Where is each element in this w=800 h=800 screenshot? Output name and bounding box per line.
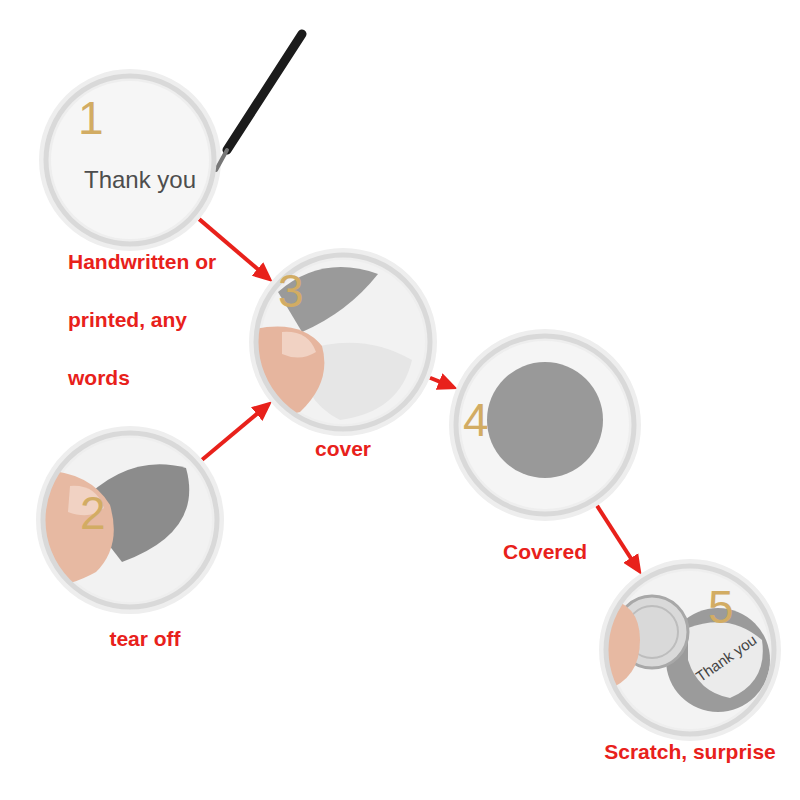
finger-nail: [282, 332, 316, 358]
step-number: 2: [80, 490, 106, 536]
scratch-photo: [600, 596, 770, 712]
step-circle: 3cover: [255, 254, 431, 430]
circle-border: [46, 76, 214, 244]
step-caption: Scratch, surprise: [604, 741, 776, 762]
pen-tip: [216, 150, 227, 170]
printed-message: Thank you: [84, 168, 196, 192]
step-caption: tear off: [109, 628, 180, 649]
printed-message: Thank you: [693, 632, 759, 684]
step-circle: 1Thank youHandwritten or printed, any wo…: [45, 75, 215, 245]
flow-arrow: [202, 411, 260, 459]
step-circle: 2tear off: [42, 432, 218, 608]
step-caption: Handwritten or printed, any words: [68, 233, 248, 407]
step-number: 1: [78, 95, 104, 141]
step-number: 5: [708, 584, 734, 630]
circle-outline: [42, 432, 218, 608]
circle-border: [456, 336, 634, 514]
flow-arrow: [430, 378, 443, 383]
pen-body: [227, 34, 302, 150]
photo-ground: [455, 335, 635, 515]
step-caption: Covered: [503, 541, 587, 562]
step-number: 4: [463, 397, 489, 443]
circle-border: [256, 255, 430, 429]
step-number: 3: [278, 268, 304, 314]
step-caption: cover: [315, 438, 371, 459]
scratched-area: [688, 622, 763, 698]
flow-arrow: [597, 506, 633, 562]
photo-ground: [45, 75, 215, 245]
step-circle: 5Thank youScratch, surprise: [605, 565, 775, 735]
circle-outline: [45, 75, 215, 245]
scratch-sticker: [278, 267, 378, 332]
circle-border: [43, 433, 217, 607]
scratch-sticker: [487, 362, 603, 478]
step-circle: 4Covered: [455, 335, 635, 515]
circle-border: [606, 566, 774, 734]
